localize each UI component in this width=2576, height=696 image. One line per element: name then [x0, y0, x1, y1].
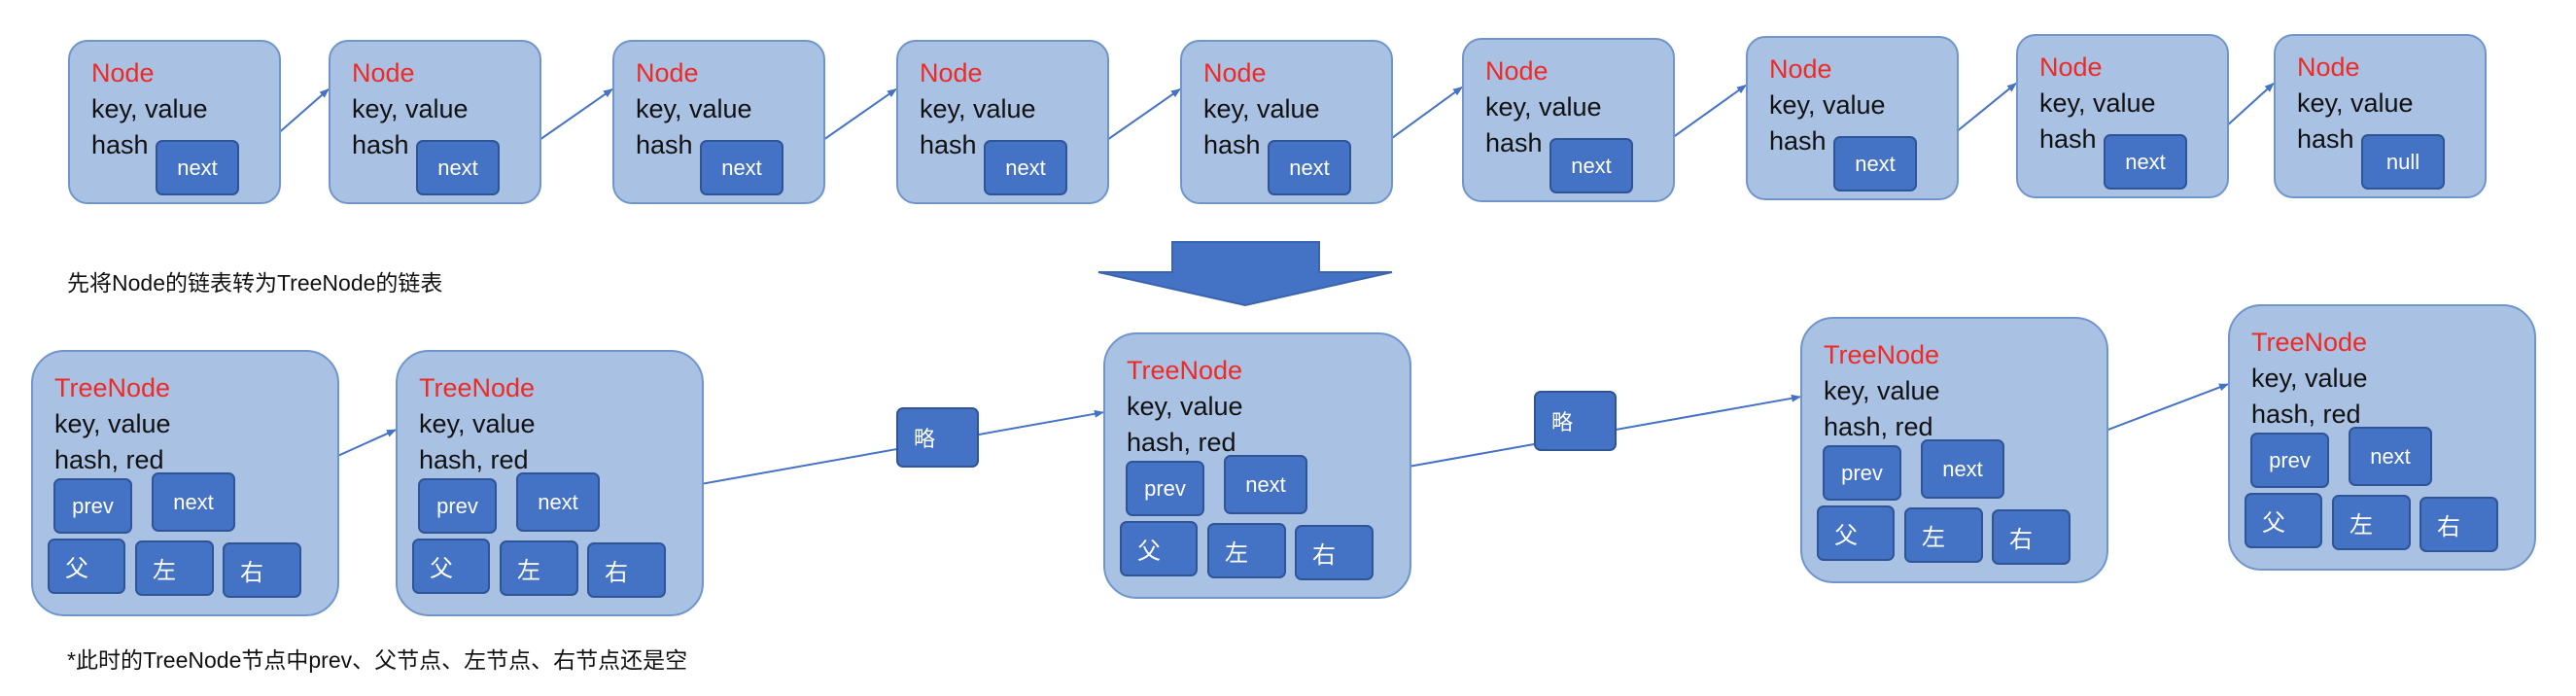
key-value-text: key, value — [419, 409, 536, 438]
next-pointer-box: next — [700, 140, 783, 195]
left-pointer-box: 左 — [500, 540, 578, 596]
next-pointer-box: next — [1268, 140, 1351, 195]
key-value-text: key, value — [1127, 392, 1243, 421]
null-pointer-box: null — [2361, 134, 2445, 190]
hash-red-text: hash, red — [1127, 428, 1236, 457]
right-pointer-box: 右 — [1295, 525, 1374, 580]
treenode-title: TreeNode — [54, 373, 171, 402]
treenode-title: TreeNode — [1127, 356, 1243, 385]
key-value-text: key, value — [920, 94, 1036, 123]
hash-text: hash — [1769, 126, 1827, 156]
parent-pointer-box: 父 — [1817, 505, 1895, 561]
key-value-text: key, value — [1769, 90, 1886, 120]
prev-pointer-box: prev — [1126, 461, 1204, 516]
treenode-box: TreeNode key, value hash, red prev next … — [31, 350, 339, 616]
parent-pointer-box: 父 — [2245, 493, 2322, 548]
key-value-text: key, value — [1824, 376, 1940, 405]
next-pointer-box: next — [156, 140, 239, 195]
right-pointer-box: 右 — [1992, 509, 2071, 565]
hash-text: hash — [91, 130, 149, 159]
hash-red-text: hash, red — [1824, 412, 1933, 441]
prev-pointer-box: prev — [418, 478, 497, 534]
key-value-text: key, value — [2039, 88, 2156, 118]
node-box: Node key, value hash next — [1462, 38, 1675, 202]
key-value-text: key, value — [636, 94, 752, 123]
node-title: Node — [2297, 52, 2360, 82]
treenode-title: TreeNode — [1824, 340, 1940, 369]
right-pointer-box: 右 — [2419, 497, 2498, 552]
right-pointer-box: 右 — [223, 542, 301, 598]
next-pointer-box: next — [516, 472, 600, 532]
next-pointer-box: next — [1549, 138, 1633, 193]
node-box: Node key, value hash next — [68, 40, 281, 204]
node-title: Node — [352, 58, 415, 87]
node-title: Node — [920, 58, 983, 87]
node-title: Node — [636, 58, 699, 87]
treenode-box: TreeNode key, value hash, red prev next … — [1103, 332, 1411, 599]
treenode-box: TreeNode key, value hash, red prev next … — [2228, 304, 2536, 571]
node-box: Node key, value hash next — [612, 40, 825, 204]
hash-text: hash — [2297, 124, 2354, 154]
parent-pointer-box: 父 — [1120, 521, 1198, 576]
step-note: 先将Node的链表转为TreeNode的链表 — [67, 270, 443, 296]
next-pointer-box: next — [2349, 427, 2432, 486]
node-box: Node key, value hash next — [1180, 40, 1393, 204]
transform-down-arrow — [1097, 241, 1393, 307]
left-pointer-box: 左 — [2332, 495, 2411, 550]
footnote: *此时的TreeNode节点中prev、父节点、左节点、右节点还是空 — [67, 647, 688, 673]
left-pointer-box: 左 — [1207, 523, 1286, 578]
hash-text: hash — [920, 130, 977, 159]
parent-pointer-box: 父 — [412, 539, 490, 594]
key-value-text: key, value — [91, 94, 208, 123]
right-pointer-box: 右 — [587, 542, 666, 598]
prev-pointer-box: prev — [53, 478, 132, 534]
hash-text: hash — [1203, 130, 1261, 159]
parent-pointer-box: 父 — [48, 539, 125, 594]
node-box: Node key, value hash next — [2016, 34, 2229, 198]
next-pointer-box: next — [1224, 455, 1307, 514]
hash-red-text: hash, red — [54, 445, 164, 474]
hash-text: hash — [352, 130, 409, 159]
next-pointer-box: next — [152, 472, 235, 532]
key-value-text: key, value — [2251, 364, 2368, 393]
key-value-text: key, value — [1485, 92, 1602, 122]
node-box: Node key, value hash next — [896, 40, 1109, 204]
hash-red-text: hash, red — [2251, 400, 2361, 429]
left-pointer-box: 左 — [135, 540, 214, 596]
key-value-text: key, value — [54, 409, 171, 438]
key-value-text: key, value — [1203, 94, 1320, 123]
key-value-text: key, value — [352, 94, 469, 123]
left-pointer-box: 左 — [1904, 507, 1983, 563]
node-box: Node key, value hash null — [2274, 34, 2487, 198]
key-value-text: key, value — [2297, 88, 2414, 118]
hash-red-text: hash, red — [419, 445, 529, 474]
omitted-nodes-box: 略 — [1534, 391, 1617, 451]
node-title: Node — [1769, 54, 1832, 84]
node-title: Node — [91, 58, 155, 87]
node-box: Node key, value hash next — [329, 40, 541, 204]
node-box: Node key, value hash next — [1746, 36, 1959, 200]
next-pointer-box: next — [1833, 136, 1917, 191]
hash-text: hash — [2039, 124, 2097, 154]
treenode-title: TreeNode — [2251, 328, 2368, 357]
treenode-box: TreeNode key, value hash, red prev next … — [396, 350, 704, 616]
prev-pointer-box: prev — [2250, 433, 2329, 488]
next-pointer-box: next — [984, 140, 1067, 195]
node-title: Node — [2039, 52, 2103, 82]
prev-pointer-box: prev — [1823, 445, 1901, 501]
next-pointer-box: next — [416, 140, 500, 195]
omitted-nodes-box: 略 — [896, 407, 979, 468]
treenode-box: TreeNode key, value hash, red prev next … — [1800, 317, 2108, 583]
node-title: Node — [1203, 58, 1267, 87]
next-pointer-box: next — [2104, 134, 2187, 190]
node-title: Node — [1485, 56, 1549, 86]
hash-text: hash — [1485, 128, 1543, 157]
treenode-title: TreeNode — [419, 373, 536, 402]
hash-text: hash — [636, 130, 693, 159]
next-pointer-box: next — [1921, 439, 2004, 499]
